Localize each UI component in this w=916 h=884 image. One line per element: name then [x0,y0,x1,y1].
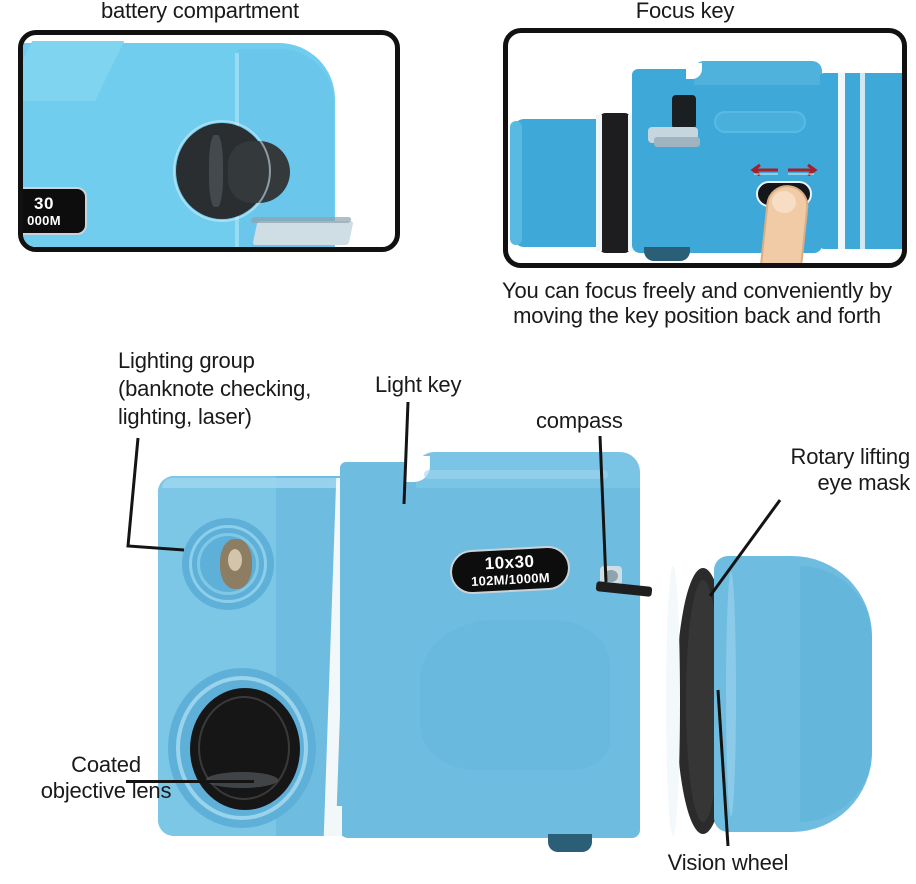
focus-panel-tripod-foot [644,247,690,261]
battery-panel-silver-bracket [252,221,354,245]
focus-panel-collar-white-right [628,115,634,251]
device-white-band-bottom [330,806,342,836]
device-spec-magnification: 10x30 [484,551,535,574]
device-spec-plate: 10x30 102M/1000M [448,544,572,596]
light-key-callout: Light key [375,372,462,397]
device-main-body [340,462,640,838]
light-key-leader-line [402,401,410,505]
focus-key-panel [503,28,907,268]
battery-panel-spec-line2: 000M [27,213,61,228]
vision-wheel-callout: Vision wheel [667,850,789,875]
rotary-eye-mask-shade [800,566,872,822]
focus-panel-focus-collar [600,113,630,253]
focus-panel-top-notch [686,63,702,79]
battery-compartment-label: battery compartment [101,0,299,23]
focus-panel-eyepiece-band-b [860,73,865,249]
lighting-group-callout-line1: Lighting group [118,348,255,373]
focus-key-label: Focus key [635,0,735,23]
battery-compartment-photo: 30 000M [23,35,395,247]
lighting-group-port-ring1 [189,525,267,603]
compass-callout: compass [536,408,623,433]
focus-panel-compass-module [672,95,696,129]
focus-panel-objective-front-rim [510,121,522,245]
battery-compartment-panel: 30 000M [18,30,400,252]
focus-panel-eyepiece-band-a [838,73,845,249]
compass-module-dial [604,570,618,582]
battery-panel-bracket-shadow [250,217,352,223]
rotary-eye-mask-leader-line [708,499,782,597]
coated-objective-lens-callout-line1: Coated [71,752,141,777]
objective-lens-coating-sheen [198,696,290,800]
compass-leader-line [598,435,608,583]
vision-wheel-leader-line [716,689,730,847]
lighting-group-callout-line2: (banknote checking, [118,376,312,401]
lighting-group-leader-line [126,437,185,552]
focus-panel-compass-bracket-2 [654,137,700,147]
focus-key-arrows-icon [750,163,818,177]
rotary-eye-mask-callout-line2: eye mask [817,470,910,495]
vision-wheel-rim-left [666,566,680,836]
coated-objective-lens-leader-line [126,780,254,783]
battery-cap-rim [173,120,271,222]
tripod-mount-foot [548,834,592,852]
objective-lens-thread-ring [176,676,308,820]
focus-panel-objective-barrel [514,119,600,247]
focus-panel-grip-oval [714,111,806,133]
device-hump-highlight [424,470,608,479]
focus-key-caption-line2: moving the key position back and forth [513,303,881,328]
lighting-group-port-ring2 [197,533,259,595]
device-body-shading [420,620,610,770]
battery-panel-spec-plate: 30 000M [23,187,87,235]
battery-panel-spec-line1: 30 [34,194,54,213]
lighting-group-callout-line3: lighting, laser) [118,404,252,429]
focus-key-caption-line1: You can focus freely and conveniently by [502,278,892,303]
rotary-eye-mask-callout-line1: Rotary lifting [790,444,911,469]
focus-panel-top-hump [694,61,822,85]
device-front-top-highlight [162,478,352,488]
lighting-group-emitter-glint [228,549,242,571]
rotary-eye-mask-highlight [726,572,736,816]
focus-panel-collar-white-left [596,115,602,251]
device-spec-field-of-view: 102M/1000M [470,569,551,590]
focus-key-photo [508,33,902,263]
